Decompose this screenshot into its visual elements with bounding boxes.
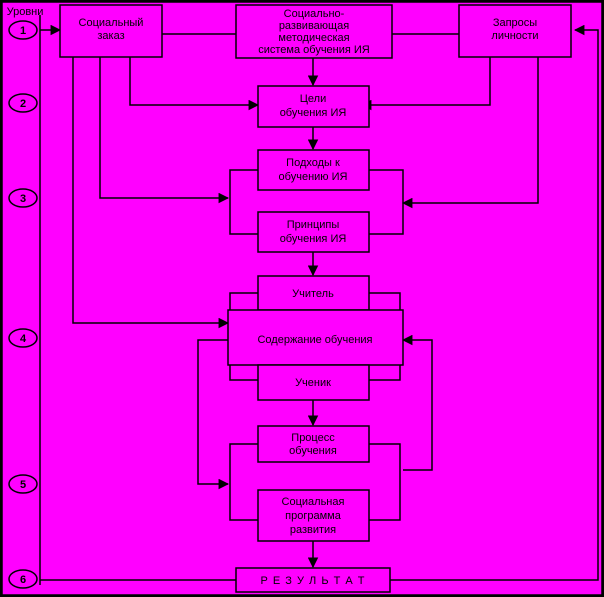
box-approaches: Подходы к обучению ИЯ <box>257 149 370 191</box>
box-line: Социально- <box>284 8 345 20</box>
box-line: система обучения ИЯ <box>258 44 370 56</box>
box-line: личности <box>491 30 538 42</box>
box-line: Принципы <box>287 219 340 231</box>
levels-title: Уровни <box>7 6 44 18</box>
level-label: 4 <box>20 333 27 345</box>
box-line: Социальный <box>79 17 144 29</box>
box-teacher: Учитель <box>257 275 370 311</box>
box-goals: Цели обучения ИЯ <box>257 85 370 128</box>
box-personal-requests: Запросы личности <box>458 4 572 58</box>
level-marker-1: 1 <box>8 20 38 40</box>
level-label: 1 <box>20 25 26 37</box>
level-label: 2 <box>20 98 26 110</box>
box-line: Ученик <box>295 377 331 389</box>
level-marker-2: 2 <box>8 93 38 113</box>
level-label: 5 <box>20 479 26 491</box>
box-line: заказ <box>97 30 124 42</box>
box-learning-process: Процесс обучения <box>257 425 370 463</box>
box-line: методическая <box>278 32 349 44</box>
level-marker-4: 4 <box>8 328 38 348</box>
level-label: 6 <box>20 574 26 586</box>
box-line: Содержание обучения <box>257 334 372 346</box>
level-label: 3 <box>20 193 26 205</box>
box-social-program: Социальная программа развития <box>257 489 370 542</box>
connectors <box>40 24 599 581</box>
box-line: обучения <box>289 445 337 457</box>
box-line: обучения ИЯ <box>280 107 347 119</box>
box-line: программа <box>285 510 342 522</box>
box-line: обучения ИЯ <box>280 233 347 245</box>
box-line: развивающая <box>279 20 349 32</box>
box-line: Процесс <box>291 432 335 444</box>
box-line: Социальная <box>282 496 345 508</box>
box-content: Содержание обучения <box>227 309 404 366</box>
level-marker-3: 3 <box>8 188 38 208</box>
box-line: обучению ИЯ <box>279 171 348 183</box>
box-student: Ученик <box>257 364 370 401</box>
box-line: развития <box>290 524 336 536</box>
box-line: Цели <box>300 93 326 105</box>
box-line: Подходы к <box>286 157 340 169</box>
box-methodology: Социально- развивающая методическая сист… <box>235 4 393 59</box>
box-line: Учитель <box>292 288 334 300</box>
box-principles: Принципы обучения ИЯ <box>257 211 370 253</box>
level-marker-6: 6 <box>8 569 38 589</box>
level-marker-5: 5 <box>8 474 38 494</box>
box-social-order: Социальный заказ <box>59 4 163 58</box>
box-line: Запросы <box>493 17 537 29</box>
box-result: Р Е З У Л Ь Т А Т <box>235 567 391 593</box>
box-line: Р Е З У Л Ь Т А Т <box>261 575 366 587</box>
